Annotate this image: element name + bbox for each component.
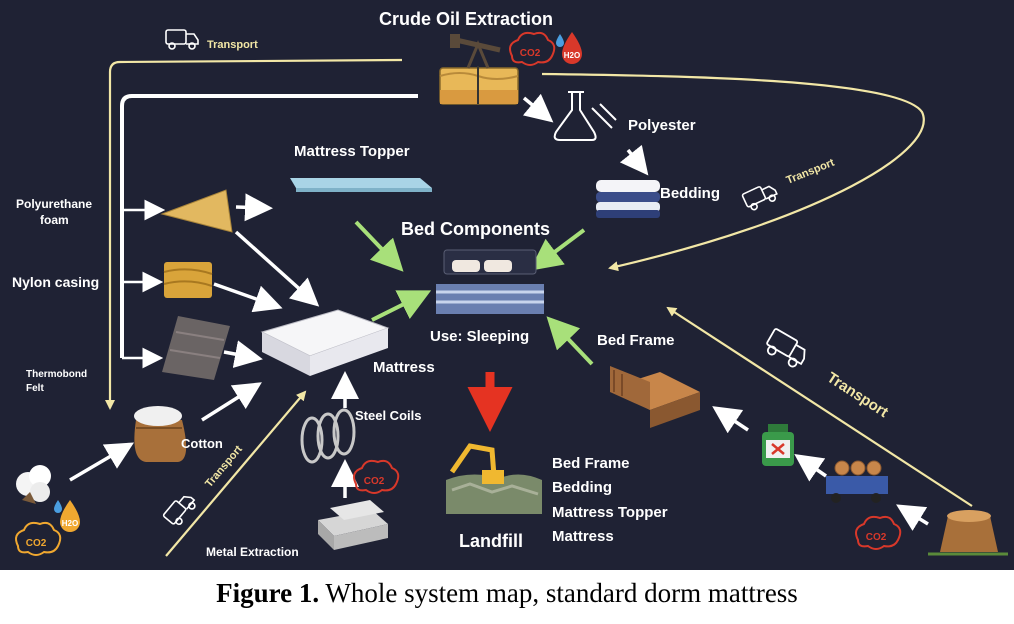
truck-icon-top (165, 29, 199, 50)
chemical-bottle-icon (762, 424, 794, 466)
bed-frame-icon (610, 366, 700, 428)
landfill-icon (446, 443, 542, 514)
label-steel-coils: Steel Coils (355, 408, 422, 423)
label-bedding: Bedding (660, 185, 720, 202)
cotton-sack-icon (134, 406, 187, 462)
figure-caption: Figure 1. Whole system map, standard dor… (0, 578, 1014, 609)
co2-label-logs: CO2 (866, 532, 887, 543)
co2-label-cotton: CO2 (26, 538, 47, 549)
label-polyester: Polyester (628, 117, 696, 134)
label-thermobond-line2: Felt (26, 383, 44, 394)
label-bed-components: Bed Components (401, 219, 551, 239)
transport-label-top: Transport (207, 39, 258, 51)
cotton-plant-icon (16, 465, 51, 504)
bedding-stack-icon (596, 180, 660, 218)
figure-caption-text: Whole system map, standard dorm mattress (319, 578, 798, 608)
system-map-diagram: CO2 H2O (15, 29, 1008, 557)
system-map-panel: CO2 H2O (0, 0, 1014, 570)
transport-line-right (541, 72, 925, 272)
co2-icon-metal: CO2 (353, 459, 400, 494)
nylon-casing-icon (163, 262, 213, 298)
landfill-item: Bedding (552, 479, 612, 497)
transport-line-metal (165, 390, 307, 557)
metal-bars-icon (318, 500, 388, 550)
material-feed-lines (120, 94, 418, 358)
label-mattress-topper: Mattress Topper (294, 143, 410, 160)
branch-arrows (122, 199, 166, 369)
transport-label-right-lower: Transport (824, 369, 891, 421)
truck-icon-right-lower (766, 328, 806, 368)
landfill-item: Mattress Topper (552, 503, 668, 521)
label-thermobond-felt: Thermobond Felt (26, 368, 87, 396)
label-metal-extraction: Metal Extraction (206, 545, 299, 559)
h2o-icon-oil: H2O (556, 32, 582, 64)
landfill-item: Mattress (552, 527, 614, 545)
title-crude-oil-extraction: Crude Oil Extraction (379, 9, 554, 29)
flow-arrows-white (69, 93, 929, 531)
label-use-sleeping: Use: Sleeping (430, 328, 530, 345)
oil-pump-icon (439, 34, 519, 105)
label-polyurethane-foam-line2: foam (40, 213, 69, 227)
co2-icon-oil: CO2 (509, 31, 556, 66)
landfill-items-list: Bed Frame Bedding Mattress Topper Mattre… (552, 452, 668, 549)
label-bed-frame: Bed Frame (597, 332, 675, 349)
transport-lines (105, 58, 973, 557)
co2-label-metal: CO2 (364, 476, 385, 487)
landfill-item: Bed Frame (552, 455, 630, 472)
flow-arrows-green (354, 220, 594, 366)
mattress-icon (260, 309, 390, 376)
label-nylon-casing: Nylon casing (12, 274, 100, 290)
h2o-icon-cotton: H2O (54, 500, 80, 532)
label-thermobond-line1: Thermobond (26, 369, 88, 380)
transport-line-top (105, 58, 403, 410)
figure-number: Figure 1. (216, 578, 320, 608)
steel-coils-icon (300, 408, 356, 464)
co2-icon-logs: CO2 (855, 515, 902, 550)
h2o-label-cotton: H2O (62, 519, 78, 528)
label-polyurethane-foam: Polyurethane foam (16, 196, 92, 228)
truck-icon-left-lower (162, 495, 196, 526)
label-polyurethane-foam-line1: Polyurethane (16, 197, 93, 211)
logs-truck-icon (826, 460, 888, 503)
transport-line-frame (666, 306, 973, 507)
mattress-topper-icon (290, 178, 432, 192)
foam-wedge-icon (160, 189, 233, 233)
co2-label-oil: CO2 (520, 48, 541, 59)
truck-icon-right-upper (741, 185, 778, 211)
tree-stump-icon (928, 510, 1008, 556)
h2o-label-oil: H2O (564, 51, 580, 60)
label-cotton: Cotton (181, 436, 223, 451)
transport-label-right-upper: Transport (785, 157, 837, 187)
felt-icon (162, 316, 230, 380)
flask-icon (553, 91, 617, 141)
label-landfill: Landfill (459, 531, 523, 551)
bed-icon (436, 249, 544, 314)
co2-icon-cotton: CO2 (15, 521, 62, 556)
label-mattress: Mattress (373, 359, 435, 376)
